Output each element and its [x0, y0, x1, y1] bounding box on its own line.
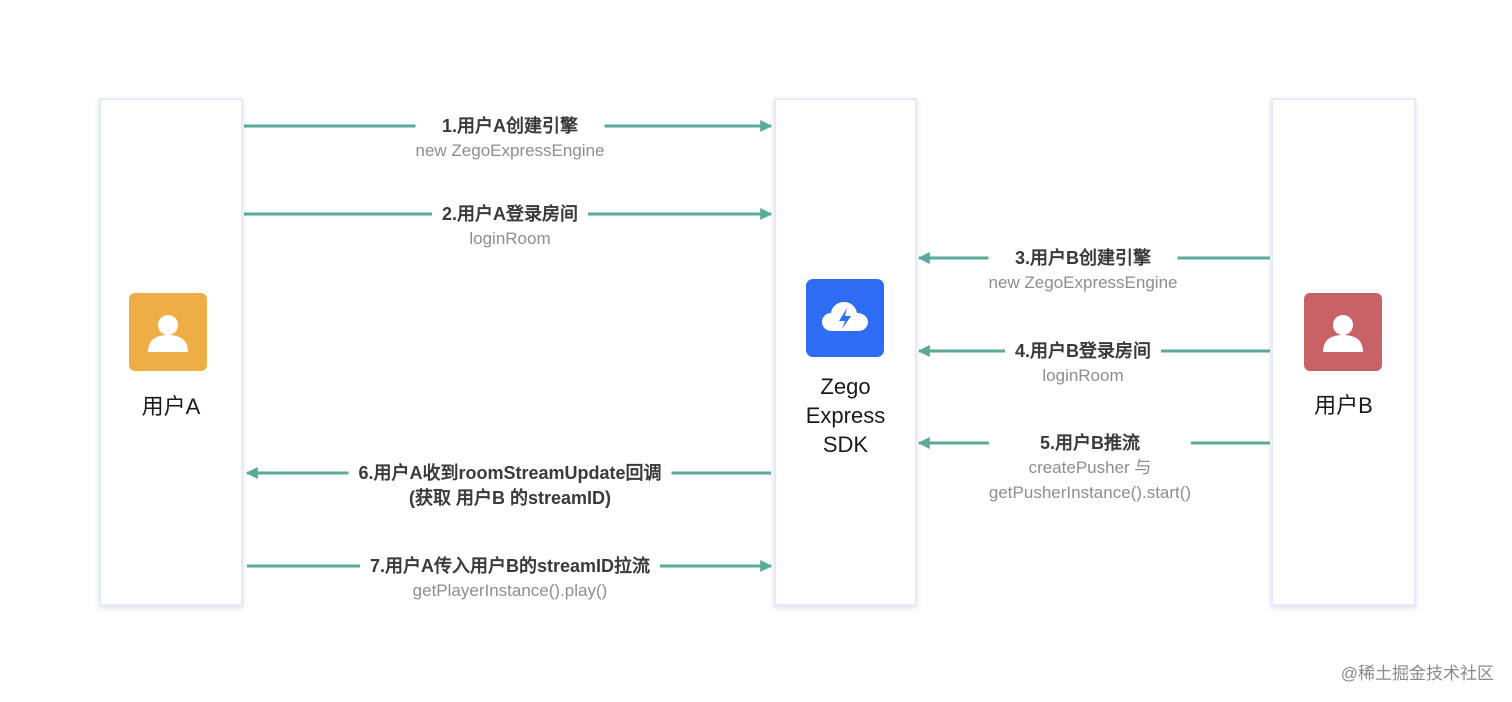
step-1: 1.用户A创建引擎 new ZegoExpressEngine: [415, 114, 605, 163]
user-b-label: 用户B: [1314, 393, 1373, 418]
watermark: @稀土掘金技术社区: [1340, 664, 1494, 683]
user-a-avatar: [129, 293, 207, 371]
step-title: 4.用户B登录房间: [1004, 339, 1162, 363]
sdk-label-line: SDK: [822, 432, 869, 457]
step-4: 4.用户B登录房间 loginRoom: [1004, 339, 1162, 388]
sdk-logo: [806, 279, 884, 357]
step-title: 2.用户A登录房间: [431, 202, 589, 226]
step-3: 3.用户B创建引擎 new ZegoExpressEngine: [988, 246, 1178, 295]
step-5: 5.用户B推流 createPusher 与 getPusherInstance…: [988, 431, 1192, 505]
step-title: 6.用户A收到roomStreamUpdate回调: [348, 461, 672, 485]
step-api: getPlayerInstance().play(): [412, 581, 608, 600]
step-subtitle: (获取 用户B 的streamID): [408, 488, 612, 508]
sdk-label-line: Express: [805, 403, 886, 428]
step-title: 5.用户B推流: [988, 431, 1192, 455]
step-api: loginRoom: [1042, 366, 1124, 385]
step-api: createPusher 与: [1028, 458, 1152, 477]
step-title: 7.用户A传入用户B的streamID拉流: [359, 554, 661, 578]
user-b-avatar: [1304, 293, 1382, 371]
step-7: 7.用户A传入用户B的streamID拉流 getPlayerInstance(…: [359, 554, 661, 603]
person-icon: [148, 315, 188, 352]
step-title: 1.用户A创建引擎: [415, 114, 605, 138]
step-api: loginRoom: [469, 229, 551, 248]
sdk-label: Zego Express SDK: [774, 372, 917, 459]
step-api: getPusherInstance().start(): [988, 483, 1192, 502]
step-title: 3.用户B创建引擎: [988, 246, 1178, 270]
step-api: new ZegoExpressEngine: [415, 141, 605, 160]
step-2: 2.用户A登录房间 loginRoom: [431, 202, 589, 251]
person-icon: [1323, 315, 1363, 352]
step-6: 6.用户A收到roomStreamUpdate回调 (获取 用户B 的strea…: [348, 461, 672, 511]
sdk-label-line: Zego: [820, 374, 871, 399]
step-api: new ZegoExpressEngine: [988, 273, 1178, 292]
cloud-lightning-icon: [822, 302, 868, 331]
user-a-label: 用户A: [141, 394, 201, 419]
